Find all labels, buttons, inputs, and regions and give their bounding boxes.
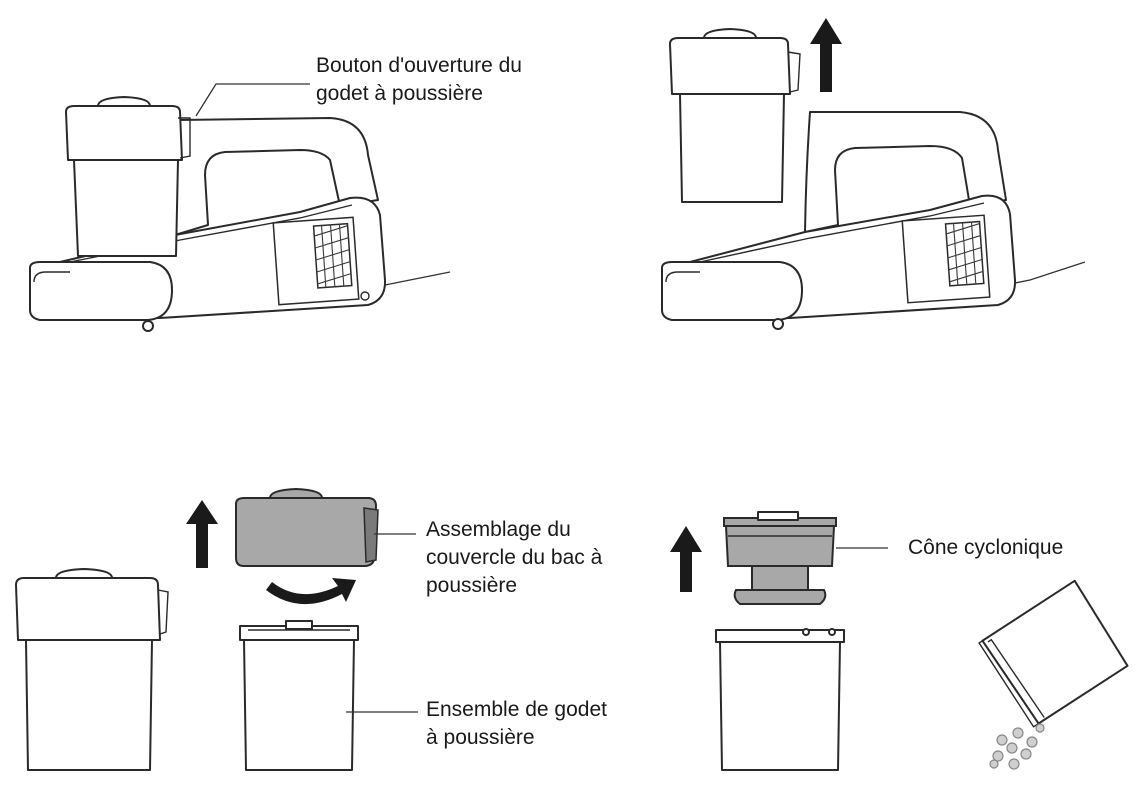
- dust-cup-assembly-label: Ensemble de godet à poussière: [426, 698, 607, 749]
- dust-cup-lifted: [669, 28, 801, 203]
- cyclone-cone-part: [723, 511, 837, 605]
- dust-particles-icon: [989, 723, 1045, 770]
- up-arrow-icon: [670, 526, 702, 592]
- cyclone-cone-label: Cône cyclonique: [908, 536, 1064, 559]
- vent-grille: [312, 222, 353, 289]
- dust-cup-empty: [715, 628, 845, 771]
- dust-bin-lid: [235, 487, 379, 567]
- dust-bin-lid-label: Assemblage du couvercle du bac à poussiè…: [426, 518, 603, 597]
- leader-release-button: [195, 83, 310, 117]
- vacuum-body-detached: [661, 111, 1086, 330]
- dust-cup-open: [239, 620, 359, 771]
- up-arrow-icon: [810, 18, 842, 92]
- up-arrow-icon: [186, 500, 218, 568]
- dust-cup-tilted: [978, 579, 1129, 728]
- rotate-arrow-icon: [266, 578, 356, 605]
- vacuum-with-dust-cup: [29, 96, 451, 332]
- dust-cup-complete: [15, 568, 169, 771]
- dust-cup-release-button-label: Bouton d'ouverture du godet à poussière: [316, 54, 522, 105]
